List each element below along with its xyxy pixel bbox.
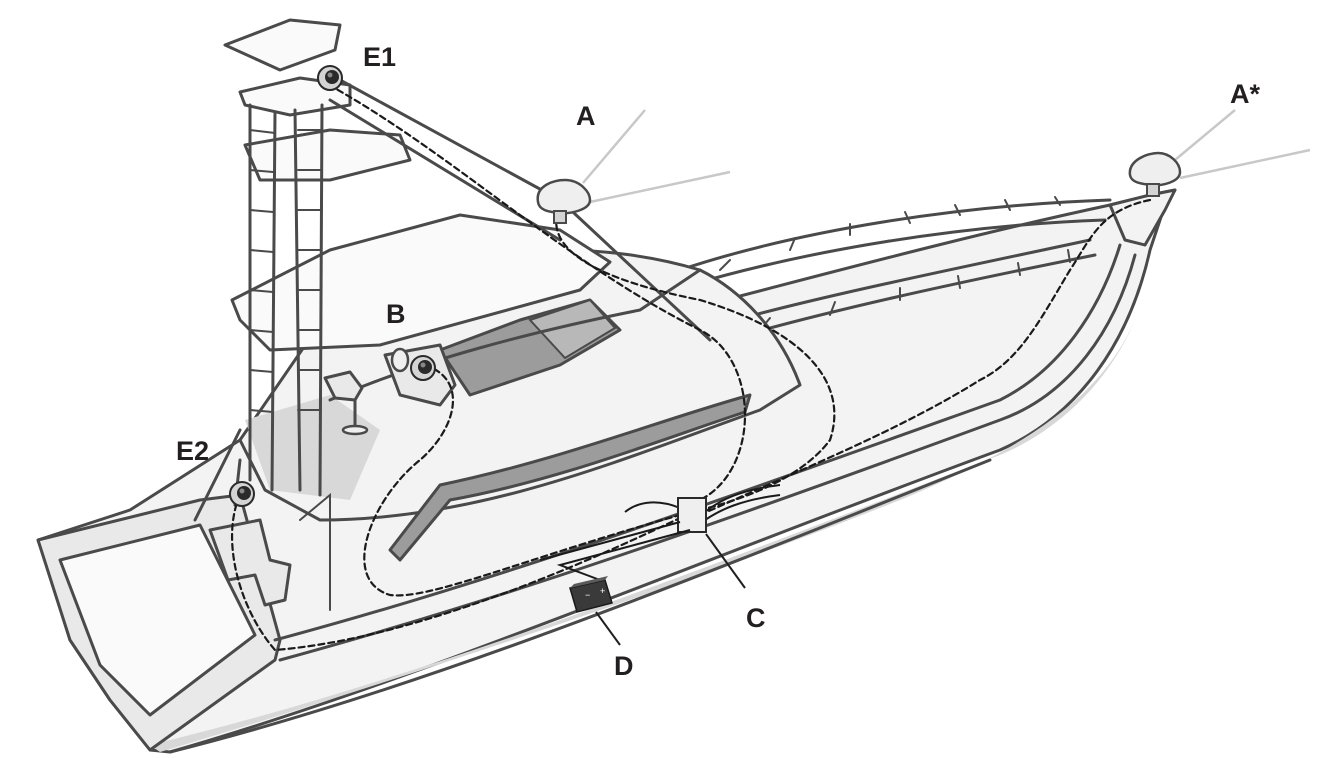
label-d: D bbox=[614, 651, 634, 681]
helm-chair bbox=[323, 370, 369, 436]
label-e1: E1 bbox=[363, 42, 396, 72]
label-c: C bbox=[746, 603, 766, 633]
label-a: A bbox=[576, 101, 596, 131]
boat-hull bbox=[36, 188, 1177, 754]
device-e1 bbox=[317, 65, 343, 91]
cable-runs bbox=[230, 78, 1152, 652]
label-b: B bbox=[386, 299, 406, 329]
label-a-star: A* bbox=[1230, 79, 1260, 109]
cabin bbox=[230, 213, 802, 562]
battery-d: − + bbox=[569, 576, 613, 613]
device-b bbox=[410, 355, 436, 381]
battery-minus-sign: − bbox=[585, 590, 590, 600]
label-e2: E2 bbox=[176, 436, 209, 466]
hub-module-c bbox=[539, 484, 781, 581]
bow-rail bbox=[678, 196, 1112, 347]
antenna-a-star bbox=[1128, 109, 1311, 197]
device-e2 bbox=[229, 481, 255, 507]
battery-plus-sign: + bbox=[600, 586, 605, 596]
antenna-a bbox=[536, 109, 731, 224]
leader-lines bbox=[595, 533, 746, 646]
